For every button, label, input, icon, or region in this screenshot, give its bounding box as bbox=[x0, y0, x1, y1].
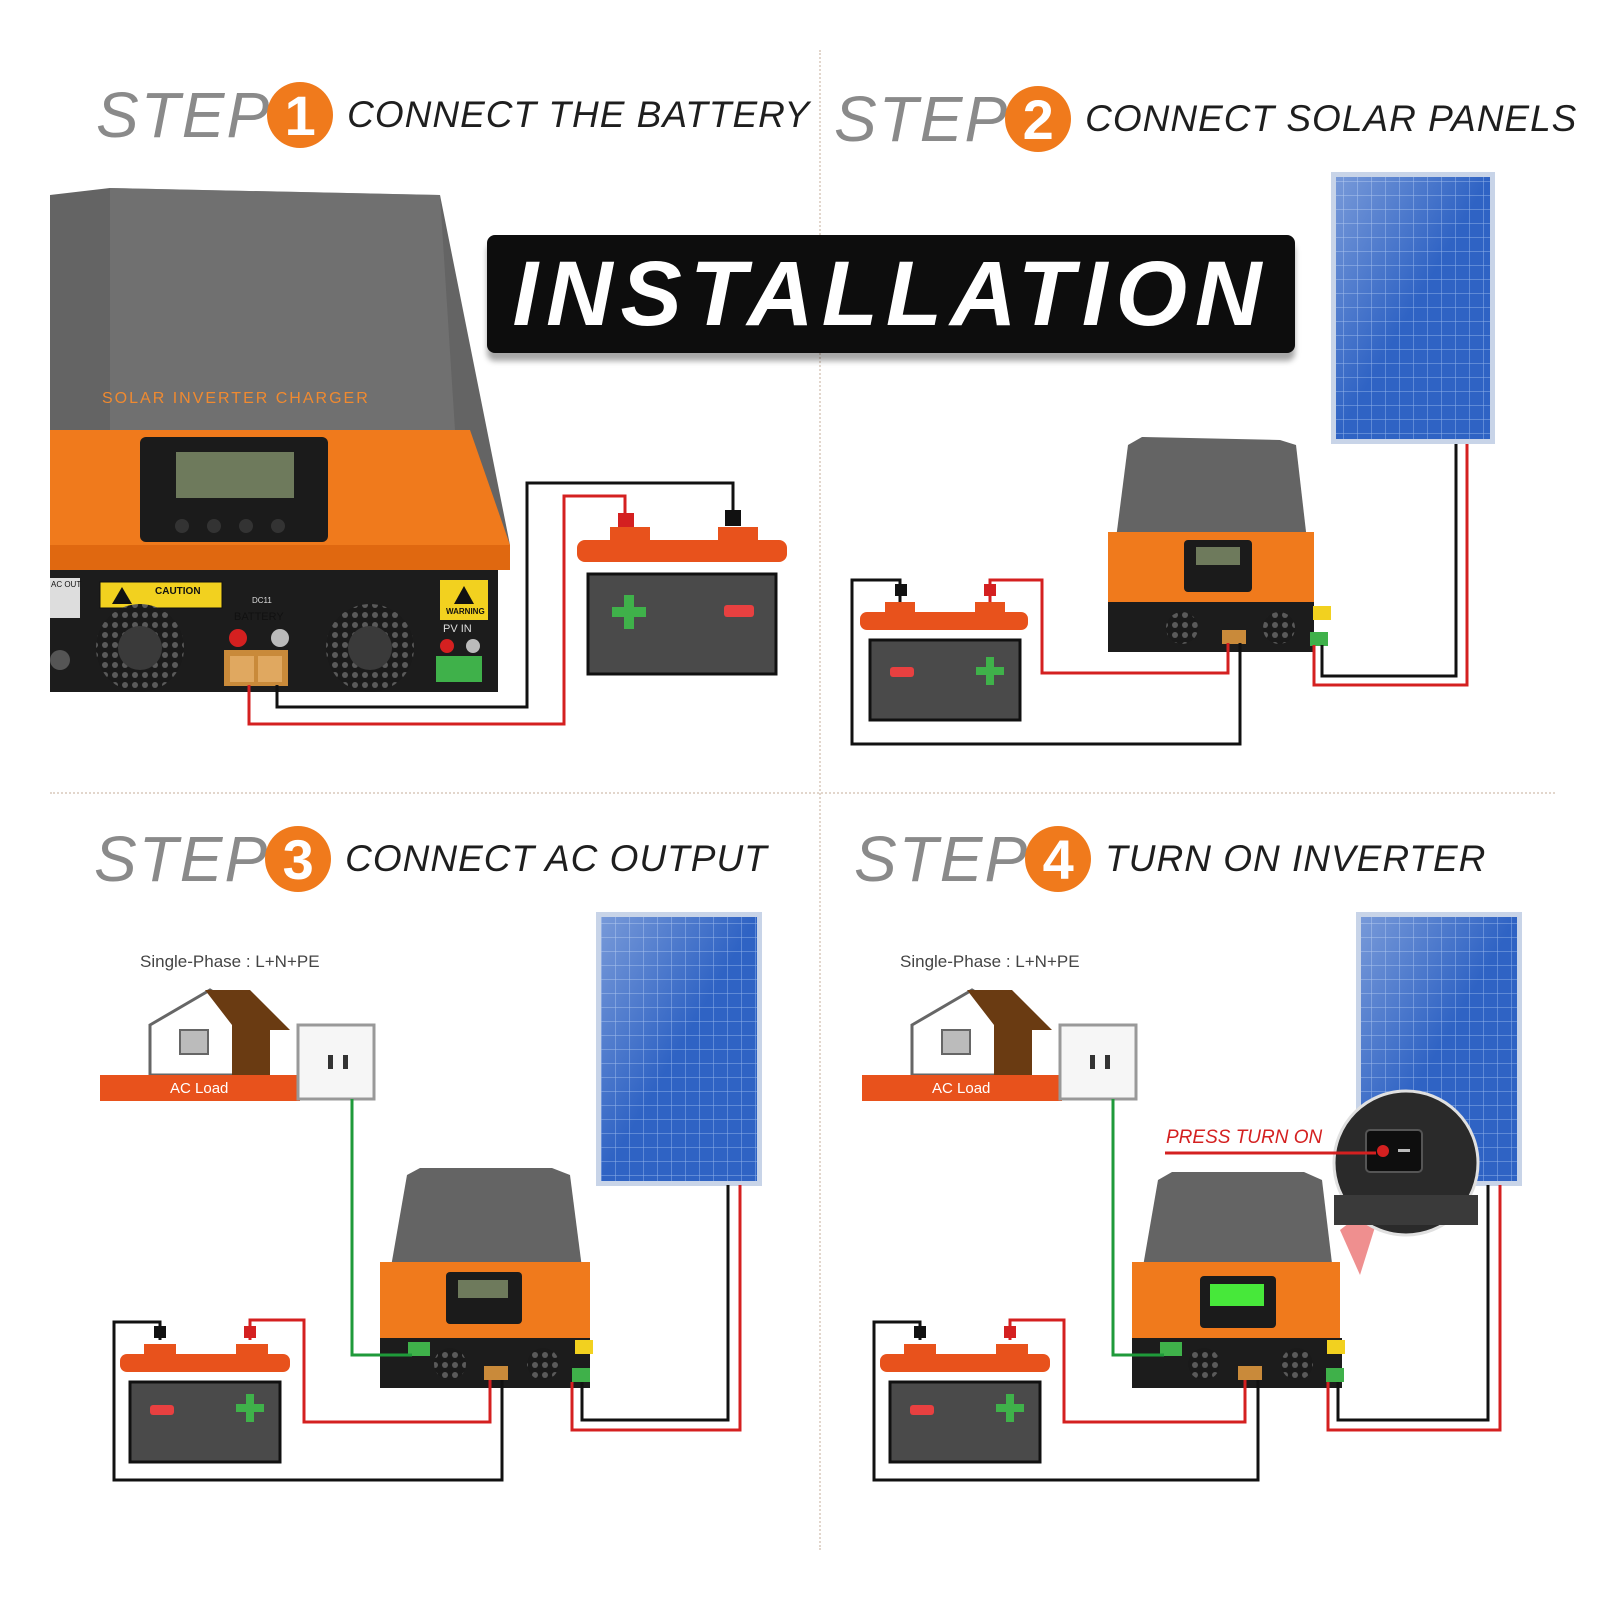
battery bbox=[880, 1326, 1050, 1464]
step-3-heading: STEP 3 CONNECT AC OUTPUT bbox=[94, 822, 768, 896]
step-number-badge: 3 bbox=[265, 826, 332, 892]
outlet-icon bbox=[296, 1023, 376, 1101]
step-number-badge: 1 bbox=[267, 82, 334, 148]
dc-tag: DC11 bbox=[252, 596, 272, 605]
installation-banner: INSTALLATION bbox=[487, 235, 1295, 353]
battery bbox=[120, 1326, 290, 1464]
step-title: TURN ON INVERTER bbox=[1105, 838, 1487, 879]
battery bbox=[577, 510, 787, 676]
battery-port-label: BATTERY bbox=[234, 611, 284, 623]
power-switch-callout bbox=[1332, 1089, 1480, 1237]
warning-label: WARNING bbox=[446, 607, 485, 616]
solar-panel bbox=[1356, 912, 1522, 1186]
press-turn-on-label: PRESS TURN ON bbox=[1166, 1127, 1323, 1148]
step-title: CONNECT AC OUTPUT bbox=[345, 838, 768, 879]
step-2-diagram bbox=[850, 172, 1495, 746]
horizontal-divider bbox=[50, 792, 1555, 794]
step-3-diagram bbox=[100, 912, 762, 1482]
step-title: CONNECT SOLAR PANELS bbox=[1085, 98, 1578, 139]
banner-title: INSTALLATION bbox=[512, 242, 1270, 345]
outlet-icon bbox=[1058, 1023, 1138, 1101]
large-inverter bbox=[50, 188, 510, 692]
phase-label: Single-Phase : L+N+PE bbox=[140, 952, 320, 971]
caution-label: CAUTION bbox=[155, 586, 201, 597]
inverter-brand-label: SOLAR INVERTER CHARGER bbox=[102, 390, 370, 407]
power-switch-icon bbox=[1365, 1129, 1423, 1173]
step-word: STEP bbox=[94, 823, 270, 895]
step-1-diagram bbox=[50, 188, 787, 726]
pv-in-label: PV IN bbox=[443, 623, 472, 635]
house-icon bbox=[148, 988, 290, 1077]
ac-load-bar bbox=[100, 1075, 300, 1101]
inverter-small bbox=[380, 1168, 593, 1388]
step-number-badge: 2 bbox=[1005, 86, 1072, 152]
vertical-divider bbox=[819, 50, 821, 1550]
battery bbox=[860, 584, 1028, 722]
step-word: STEP bbox=[96, 79, 272, 151]
solar-panel bbox=[596, 912, 762, 1186]
step-1-heading: STEP 1 CONNECT THE BATTERY bbox=[96, 78, 810, 152]
inverter-small bbox=[1108, 437, 1331, 652]
step-word: STEP bbox=[834, 83, 1010, 155]
ac-load-bar bbox=[862, 1075, 1062, 1101]
ac-load-label: AC Load bbox=[170, 1080, 229, 1097]
step-4-diagram bbox=[862, 912, 1522, 1482]
ac-load-label: AC Load bbox=[932, 1080, 991, 1097]
inverter-small-powered bbox=[1132, 1172, 1345, 1388]
step-4-heading: STEP 4 TURN ON INVERTER bbox=[854, 822, 1486, 896]
step-title: CONNECT THE BATTERY bbox=[347, 94, 811, 135]
house-icon bbox=[910, 988, 1052, 1077]
step-2-heading: STEP 2 CONNECT SOLAR PANELS bbox=[834, 82, 1577, 156]
ac-out-label: AC OUT bbox=[51, 580, 82, 589]
phase-label: Single-Phase : L+N+PE bbox=[900, 952, 1080, 971]
step-number-badge: 4 bbox=[1025, 826, 1092, 892]
step-word: STEP bbox=[854, 823, 1030, 895]
solar-panel bbox=[1331, 172, 1495, 444]
